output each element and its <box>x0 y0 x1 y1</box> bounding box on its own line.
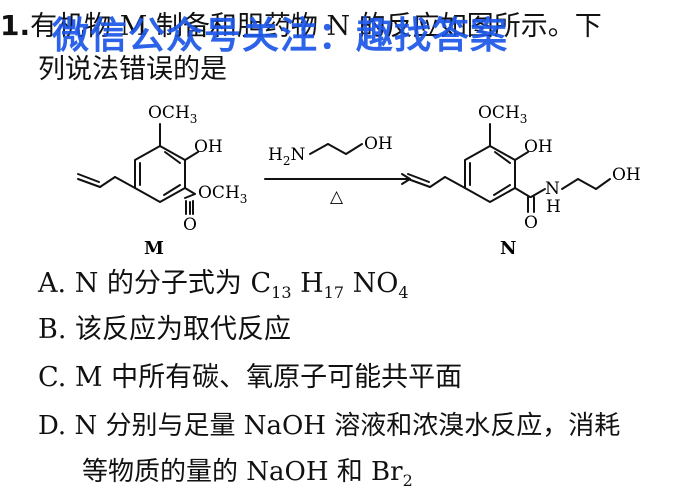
option-a: A. N 的分子式为 C13 H17 NO4 <box>38 268 409 309</box>
label-m: M <box>144 238 164 259</box>
option-a-h-sub: 17 <box>323 283 344 302</box>
m-carbonyl-o-label: O <box>183 215 197 235</box>
option-a-o-sub: 4 <box>398 283 409 302</box>
option-c: C. M 中所有碳、氧原子可能共平面 <box>38 362 462 394</box>
reaction-scheme: OCH3 OH OCH3 O M H2N OH △ OCH3 OH N H O … <box>77 103 641 259</box>
ring-m <box>134 145 186 203</box>
option-b: B. 该反应为取代反应 <box>38 314 291 346</box>
option-d-text-2: 等物质的量的 NaOH 和 Br <box>82 457 403 487</box>
question-stem-line-1: 1.有机物 M 制备和胆药物 N 的反应如图所示。下 <box>0 10 602 43</box>
m-och3-label: OCH3 <box>148 103 197 126</box>
option-a-no: NO <box>344 268 399 299</box>
option-d-br-sub: 2 <box>402 471 413 490</box>
question-stem-line-2: 列说法错误的是 <box>38 54 227 86</box>
ring-n <box>464 145 516 203</box>
m-oh-label: OH <box>194 137 223 157</box>
option-a-h: H <box>291 268 324 299</box>
option-a-c-sub: 13 <box>271 283 292 302</box>
n-och3-label: OCH3 <box>478 103 527 126</box>
option-b-letter: B. <box>38 314 67 345</box>
option-d-continued: 等物质的量的 NaOH 和 Br2 <box>82 456 413 497</box>
n-carbonyl-o-label: O <box>524 213 538 233</box>
stem-text-1: 有机物 M 制备和胆药物 N 的反应如图所示。下 <box>30 11 602 42</box>
reagent-oh-label: OH <box>364 134 393 154</box>
option-a-text: N 的分子式为 C <box>74 268 272 299</box>
n-amide-h-label: H <box>546 197 561 217</box>
option-c-letter: C. <box>38 362 67 393</box>
reagent-h2n-label: H2N <box>268 145 305 168</box>
n-oh-label: OH <box>524 137 553 157</box>
option-c-text: M 中所有碳、氧原子可能共平面 <box>74 362 463 393</box>
stem-text-2: 列说法错误的是 <box>38 54 227 85</box>
watermark-text: 微信公众号关注：趣找答案 <box>52 14 508 57</box>
option-b-text: 该反应为取代反应 <box>75 314 292 345</box>
option-d-text: N 分别与足量 NaOH 溶液和浓溴水反应，消耗 <box>74 411 621 441</box>
option-d-letter: D. <box>38 411 67 441</box>
question-number: 1. <box>0 9 31 42</box>
option-d: D. N 分别与足量 NaOH 溶液和浓溴水反应，消耗 <box>38 410 620 442</box>
n-terminal-oh-label: OH <box>612 165 641 185</box>
option-a-letter: A. <box>38 268 67 299</box>
heat-symbol: △ <box>330 187 344 207</box>
label-n: N <box>500 238 516 259</box>
m-ester-label: OCH3 <box>198 183 247 206</box>
n-amide-n-label: N <box>545 179 560 199</box>
